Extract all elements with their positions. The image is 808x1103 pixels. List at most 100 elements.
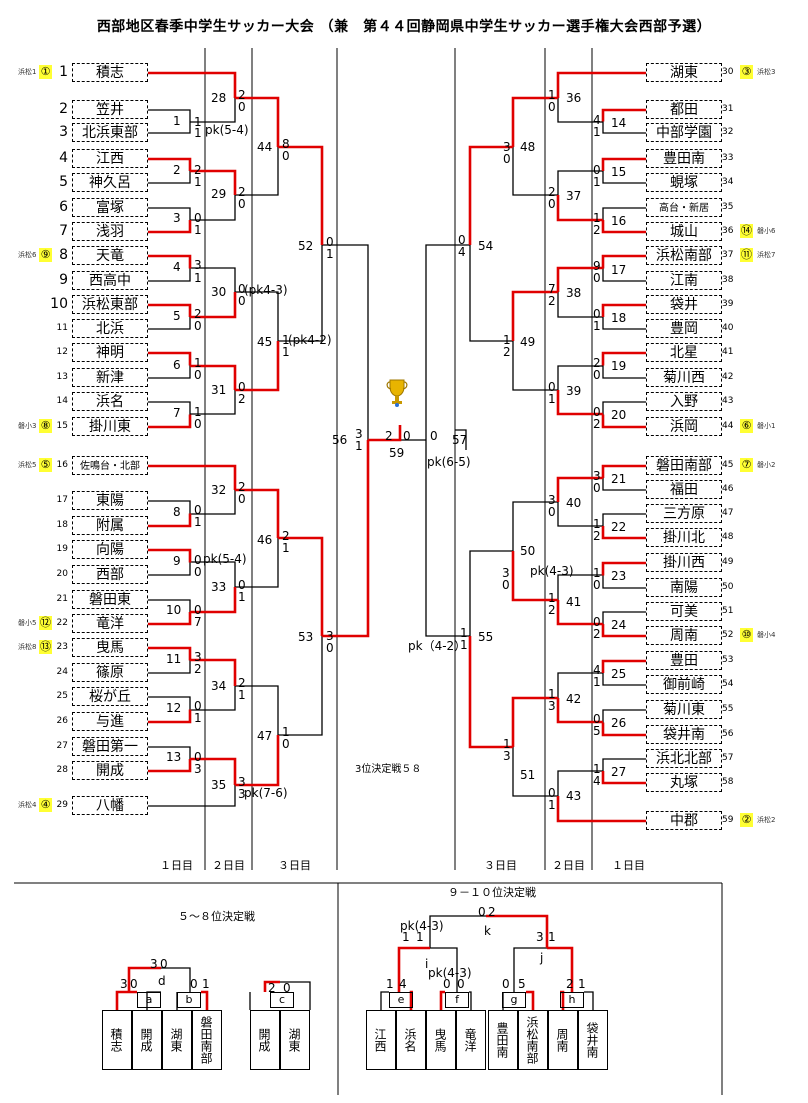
bracket-line	[602, 709, 646, 723]
score-label: 1	[282, 333, 290, 347]
score-label: 0	[326, 641, 334, 655]
bracket-line	[512, 747, 558, 797]
score-label: 3	[593, 469, 601, 483]
score-label: 5	[593, 724, 601, 738]
score-label: 1	[282, 725, 290, 739]
bracket-line	[601, 526, 646, 540]
score-label: pk(6-5)	[427, 455, 471, 469]
team-number: 58	[722, 777, 734, 787]
placement-line	[513, 947, 547, 992]
placement-line	[526, 990, 535, 1010]
bracket-line	[602, 207, 646, 220]
team-number: 43	[722, 396, 734, 406]
score-label: 1	[548, 591, 556, 605]
trophy-icon	[386, 379, 408, 407]
score-label: 0	[593, 368, 601, 382]
score-label: 29	[211, 187, 227, 201]
score-label: 4	[173, 260, 181, 274]
score-label: 3	[194, 258, 202, 272]
score-label: 0	[548, 197, 556, 211]
bracket-line	[148, 513, 192, 528]
score-label: 1	[194, 126, 202, 140]
team-number: 16	[56, 460, 68, 470]
team-box: 福田	[646, 480, 722, 499]
placement-line	[380, 991, 389, 1010]
bracket-line	[556, 71, 646, 98]
placement-score: j	[540, 951, 544, 965]
placement-line	[397, 946, 430, 992]
score-label: 0	[403, 429, 411, 443]
bracket-line	[190, 561, 236, 587]
seed-badge: ⑫	[39, 616, 52, 630]
page-title: 西部地区春季中学生サッカー大会 （兼 第４４回静岡県中学生サッカー選手権大会西部…	[96, 19, 712, 35]
bracket-line	[190, 686, 236, 711]
placement-match-box: h	[560, 992, 584, 1008]
bracket-line	[602, 171, 646, 184]
team-number: 41	[722, 347, 734, 357]
score-label: 2	[194, 662, 202, 676]
bracket-line	[602, 513, 646, 526]
seed-region-label: 磐小1	[757, 422, 776, 430]
score-label: 54	[478, 239, 494, 253]
team-number: 38	[722, 275, 734, 285]
score-label: 0	[548, 505, 556, 519]
score-label: 8	[282, 137, 290, 151]
score-label: 15	[611, 165, 627, 179]
bracket-line	[278, 536, 324, 636]
team-number: 48	[722, 532, 734, 542]
placement-match-box: g	[502, 992, 526, 1008]
team-box: 南陽	[646, 578, 722, 597]
bracket-line	[148, 696, 191, 710]
score-label: (pk4-2)	[288, 333, 332, 347]
team-number: 44	[722, 421, 734, 431]
bracket-line	[556, 600, 603, 626]
placement-line	[127, 966, 161, 992]
team-number: 28	[56, 765, 68, 775]
bracket-line	[512, 341, 558, 391]
team-box: 浜松南部	[646, 246, 722, 265]
bracket-line	[190, 658, 237, 686]
team-number: 7	[59, 223, 68, 239]
placement-line	[430, 947, 458, 992]
placement-team-box: 浜松南部	[518, 1010, 548, 1070]
score-label: 7	[548, 282, 556, 296]
score-label: 2	[238, 392, 246, 406]
bracket-line	[601, 722, 646, 737]
score-label: 43	[566, 789, 582, 803]
team-box: 積志	[72, 63, 148, 82]
team-number: 9	[59, 272, 68, 288]
score-label: 17	[611, 263, 627, 277]
team-number: 30	[722, 67, 734, 77]
team-box: 浜北北部	[646, 749, 722, 768]
score-label: 0	[503, 152, 511, 166]
team-number: 52	[722, 630, 734, 640]
score-label: 38	[566, 286, 582, 300]
score-label: pk(5-4)	[203, 552, 247, 566]
team-box: 笠井	[72, 100, 148, 119]
placement-team-box: 湖東	[280, 1010, 310, 1070]
seed-badge: ⑥	[740, 419, 753, 433]
score-label: 1	[238, 590, 246, 604]
team-number: 18	[56, 520, 68, 530]
team-box: 袋井	[646, 295, 722, 314]
score-label: 2	[173, 163, 181, 177]
score-label: 41	[566, 595, 582, 609]
score-label: 0	[238, 197, 246, 211]
placement-score: 1	[386, 977, 394, 991]
bracket-line	[235, 341, 280, 392]
score-label: 1	[593, 675, 601, 689]
bracket-line	[512, 501, 558, 551]
score-label: 1	[282, 541, 290, 555]
team-box: 菊川西	[646, 368, 722, 387]
score-label: 3	[355, 427, 363, 441]
seed-region-label: 磐小3	[18, 422, 37, 430]
team-number: 33	[722, 153, 734, 163]
bracket-line	[601, 464, 646, 478]
bracket-line	[468, 145, 513, 245]
score-label: 13	[166, 750, 182, 764]
bracket-line	[425, 244, 470, 440]
bracket-line	[148, 464, 237, 490]
score-label: 1	[194, 115, 202, 129]
score-label: 3	[502, 566, 510, 580]
seed-badge: ⑧	[39, 419, 52, 433]
